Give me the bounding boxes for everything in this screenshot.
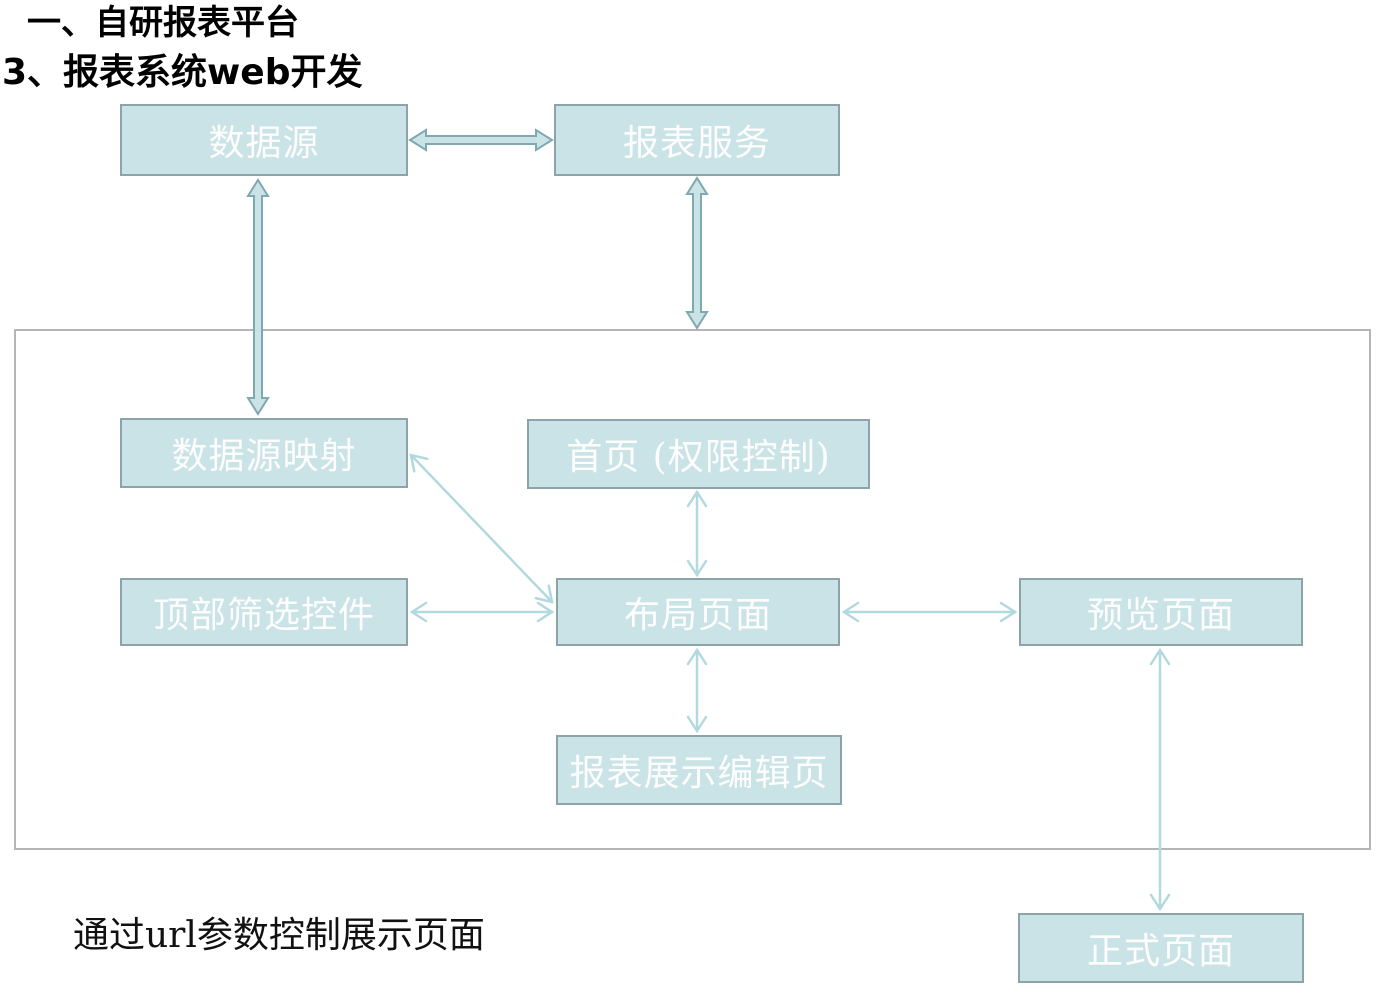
node-top-filter-controls: 顶部筛选控件 <box>120 578 408 646</box>
subsection-heading: 3、报表系统web开发 <box>2 52 363 93</box>
node-official-page: 正式页面 <box>1018 913 1304 983</box>
web-pages-group-frame <box>14 329 1371 850</box>
node-preview-page: 预览页面 <box>1019 578 1303 646</box>
arrow-datasource-reportservice <box>408 128 554 152</box>
node-home-page-permission: 首页 (权限控制) <box>527 419 870 489</box>
arrow-reportservice-frame <box>685 176 709 330</box>
node-report-service: 报表服务 <box>554 104 840 176</box>
node-data-source-mapping: 数据源映射 <box>120 418 408 488</box>
node-layout-page: 布局页面 <box>556 578 840 646</box>
url-parameter-caption: 通过url参数控制展示页面 <box>73 915 485 956</box>
node-data-source: 数据源 <box>120 104 408 176</box>
section-heading: 一、自研报表平台 <box>27 3 299 43</box>
node-report-display-edit-page: 报表展示编辑页 <box>556 735 842 805</box>
